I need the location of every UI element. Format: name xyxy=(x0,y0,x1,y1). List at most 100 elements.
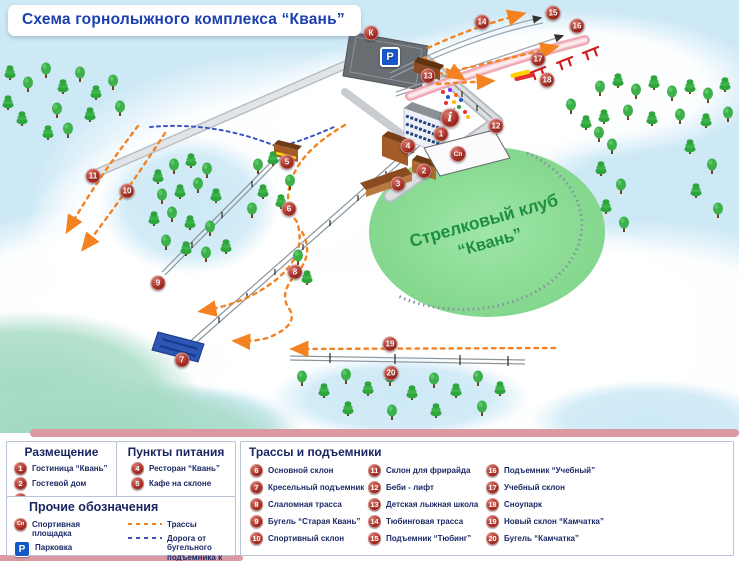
legend-item-label: Сноупарк xyxy=(504,500,543,509)
tubing-track xyxy=(405,35,590,101)
map-marker-5: 5 xyxy=(279,154,295,170)
legend-item-19: 19 Новый склон “Камчатка” xyxy=(486,515,616,528)
legend-item-label: Гостиница “Квань” xyxy=(32,463,108,473)
badge-19: 19 xyxy=(486,515,499,528)
badge-20: 20 xyxy=(486,532,499,545)
badge-9: 9 xyxy=(250,515,263,528)
bottom-left-strip xyxy=(0,555,243,561)
legend-item-label: Кафе на склоне xyxy=(149,479,212,488)
legend-item-20: 20 Бугель “Камчатка” xyxy=(486,532,616,545)
legend-item-label: Ресторан “Квань” xyxy=(149,463,220,473)
badge-P-parking: P xyxy=(14,541,30,558)
legend-item-label: Бугель “Старая Квань” xyxy=(268,517,361,526)
legend-item-label: Подъемник “Учебный” xyxy=(504,466,596,475)
badge-5: 5 xyxy=(131,477,144,490)
legend-trails-title: Трассы и подъемники xyxy=(249,445,382,459)
badge-4: 4 xyxy=(131,461,144,475)
legend-item-label: Гостевой дом xyxy=(32,479,87,488)
legend-item-8: 8 Слаломная трасса xyxy=(250,498,368,511)
legend-other-title: Прочие обозначения xyxy=(29,500,159,514)
legend-item-18: 18 Сноупарк xyxy=(486,498,616,511)
legend-item-label: Спортивный склон xyxy=(268,534,345,543)
map-marker-1: 1 xyxy=(433,126,449,142)
legend-item-label: Бугель “Камчатка” xyxy=(504,534,579,543)
legend-item-7: 7 Кресельный подъемник xyxy=(250,481,368,494)
legend-item-10: 10 Спортивный склон xyxy=(250,532,368,545)
map-marker-18: 18 xyxy=(539,72,555,88)
legend-item-label: Слаломная трасса xyxy=(268,500,342,509)
resort-map: Стрелковый клуб “Квань” xyxy=(0,0,739,433)
chairlift-station xyxy=(151,331,205,363)
legend-item-label: Подъемник “Тюбинг” xyxy=(386,534,472,543)
legend-item-2: 2 Гостевой дом xyxy=(14,477,116,490)
legend-item-label: Кресельный подъемник xyxy=(268,483,365,492)
legend-item-label: Дорога от бугельного подъемника к трасса… xyxy=(167,533,223,561)
map-marker-6: 6 xyxy=(281,201,297,217)
legend-other: Прочие обозначения Сп Спортивная площадка… xyxy=(6,496,236,561)
legend-item-1: 1 Гостиница “Квань” xyxy=(14,461,116,475)
badge-10: 10 xyxy=(250,532,263,545)
legend-item-16: 16 Подъемник “Учебный” xyxy=(486,464,616,477)
legend-item-label: Парковка xyxy=(35,543,73,553)
snowpark-rails xyxy=(528,45,600,81)
map-marker-К: К xyxy=(363,25,379,41)
map-marker-16: 16 xyxy=(569,18,585,34)
shooting-club-oval xyxy=(369,147,605,317)
map-marker-2: 2 xyxy=(416,163,432,179)
badge-15: 15 xyxy=(368,532,381,545)
trail-kamchatka xyxy=(289,340,557,358)
legend-accommodation: Размещение 1 Гостиница “Квань” 2 Гостевой д… xyxy=(6,441,117,506)
badge-1: 1 xyxy=(14,461,27,475)
legend-item-17: 17 Учебный склон xyxy=(486,481,616,494)
legend-item-label: Новый склон “Камчатка” xyxy=(504,517,604,526)
legend-accommodation-title: Размещение xyxy=(24,445,99,459)
map-marker-i: i xyxy=(440,108,460,128)
skiers-group xyxy=(441,88,470,119)
legend-item-parking: P Парковка xyxy=(14,541,121,558)
tow-lift-kamchatka xyxy=(289,353,526,366)
legend-item-label: Спортивная площадка xyxy=(32,519,80,539)
map-marker-14: 14 xyxy=(474,14,490,30)
legend-item-label: Учебный склон xyxy=(504,483,565,492)
badge-11: 11 xyxy=(368,464,381,477)
badge-16: 16 xyxy=(486,464,499,477)
club-fence xyxy=(397,151,584,311)
snowpark-ramp xyxy=(510,69,534,82)
badge-2: 2 xyxy=(14,477,27,490)
map-marker-9: 9 xyxy=(150,275,166,291)
badge-Сп-sport: Сп xyxy=(14,517,27,531)
map-marker-8: 8 xyxy=(287,264,303,280)
access-road-blue xyxy=(149,124,335,148)
badge-13: 13 xyxy=(368,498,381,511)
trail-dash-sample xyxy=(128,522,162,525)
badge-7: 7 xyxy=(250,481,263,494)
legend-item-5: 5 Кафе на склоне xyxy=(131,477,235,490)
map-marker-11: 11 xyxy=(85,168,101,184)
legend-item-label: Трассы xyxy=(167,519,197,529)
badge-18: 18 xyxy=(486,498,499,511)
legend-item-label: Детская лыжная школа xyxy=(386,500,479,509)
map-marker-12: 12 xyxy=(488,118,504,134)
page-title: Схема горнолыжного комплекса “Квань” xyxy=(22,11,345,28)
legend-item-15: 15 Подъемник “Тюбинг” xyxy=(368,532,486,545)
badge-8: 8 xyxy=(250,498,263,511)
legend-item-4: 4 Ресторан “Квань” xyxy=(131,461,235,475)
legend-item-9: 9 Бугель “Старая Квань” xyxy=(250,515,368,528)
map-marker-20: 20 xyxy=(383,365,399,381)
map-marker-15: 15 xyxy=(545,5,561,21)
legend-item-13: 13 Детская лыжная школа xyxy=(368,498,486,511)
map-marker-4: 4 xyxy=(400,138,416,154)
legend-food-title: Пункты питания xyxy=(127,445,225,459)
badge-17: 17 xyxy=(486,481,499,494)
map-marker-13: 13 xyxy=(420,68,436,84)
badge-6: 6 xyxy=(250,464,263,477)
map-marker-17: 17 xyxy=(530,51,546,67)
legend-item-info: iКассы, прокат, инструкторы, Ski-сервис,… xyxy=(14,559,121,561)
sports-ground xyxy=(423,129,511,177)
